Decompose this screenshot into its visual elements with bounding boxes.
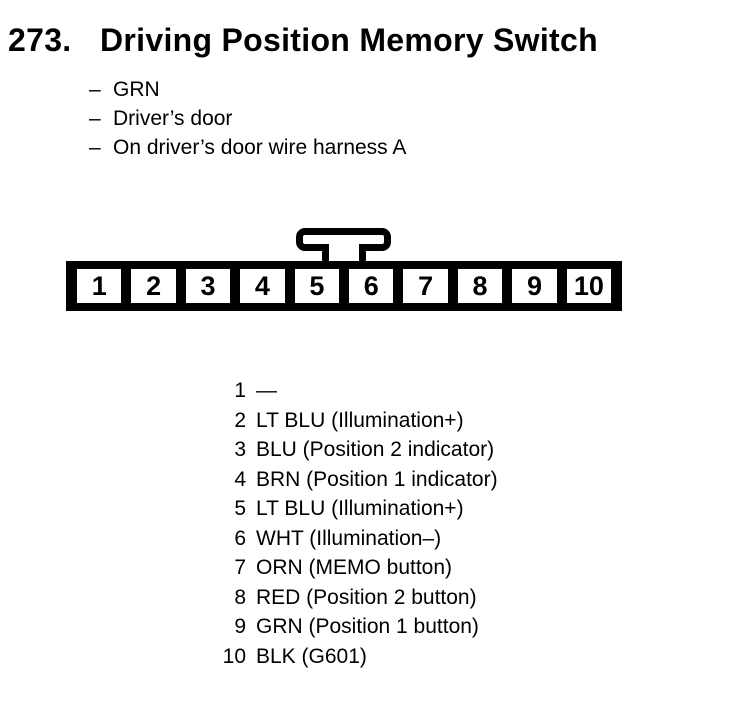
pin-number: 4 <box>234 467 246 491</box>
pinout-row: 5 LT BLU (Illumination+) <box>0 494 736 524</box>
pinout-row: 10 BLK (G601) <box>0 642 736 672</box>
connector-lock-tab-stem <box>322 244 366 263</box>
pin-number: 3 <box>234 438 246 461</box>
pin-description: ORN (MEMO button) <box>256 556 453 579</box>
note-text: On driver’s door wire harness A <box>113 136 407 159</box>
pinout-row: 4 BRN (Position 1 indicator) <box>0 465 736 495</box>
connector-pin-cell: 9 <box>507 267 562 305</box>
connector-pin-cell: 3 <box>180 267 236 305</box>
pin-number: 1 <box>234 379 246 402</box>
pin-number: 7 <box>234 556 246 579</box>
pinout-list: 1 — 2 LT BLU (Illumination+) 3 BLU (Posi… <box>0 376 736 671</box>
pinout-row: 8 RED (Position 2 button) <box>0 583 736 613</box>
connector-pin-cell: 10 <box>561 267 617 305</box>
note-dash: – <box>89 107 101 130</box>
figure-number: 273. <box>8 22 72 58</box>
connector-diagram: 1 2 3 4 5 6 7 8 9 10 <box>66 228 622 312</box>
note-item: – GRN <box>89 75 406 104</box>
connector-pin-cell: 1 <box>72 267 127 305</box>
pin-number: 10 <box>222 644 246 668</box>
pinout-row: 9 GRN (Position 1 button) <box>0 612 736 642</box>
notes-list: – GRN – Driver’s door – On driver’s door… <box>89 75 406 162</box>
pin-description: BLK (G601) <box>256 644 367 668</box>
pinout-row: 1 — <box>0 376 736 406</box>
pin-description: LT BLU (Illumination+) <box>256 497 464 520</box>
note-dash: – <box>89 78 101 101</box>
note-text: Driver’s door <box>113 107 233 130</box>
figure-title: Driving Position Memory Switch <box>100 22 598 58</box>
pin-description: — <box>256 379 277 402</box>
connector-body: 1 2 3 4 5 6 7 8 9 10 <box>66 261 622 311</box>
pin-number: 9 <box>234 615 246 638</box>
pin-description: GRN (Position 1 button) <box>256 615 479 638</box>
pinout-row: 6 WHT (Illumination–) <box>0 524 736 554</box>
note-dash: – <box>89 136 101 159</box>
pin-number: 5 <box>234 497 246 520</box>
pin-number: 6 <box>234 526 246 550</box>
pinout-row: 3 BLU (Position 2 indicator) <box>0 435 736 465</box>
note-item: – Driver’s door <box>89 104 406 133</box>
note-text: GRN <box>113 78 160 101</box>
pin-description: RED (Position 2 button) <box>256 585 477 609</box>
pin-description: WHT (Illumination–) <box>256 526 442 550</box>
pin-number: 8 <box>234 585 246 609</box>
connector-pin-cell: 7 <box>398 267 453 305</box>
pin-description: BLU (Position 2 indicator) <box>256 438 495 461</box>
connector-pin-cell: 5 <box>289 267 345 305</box>
note-item: – On driver’s door wire harness A <box>89 133 406 162</box>
pin-number: 2 <box>234 408 246 432</box>
connector-pin-cell: 2 <box>126 267 181 305</box>
connector-pin-cell: 6 <box>344 267 399 305</box>
pin-description: BRN (Position 1 indicator) <box>256 467 498 491</box>
pinout-row: 2 LT BLU (Illumination+) <box>0 406 736 436</box>
figure-header: 273. Driving Position Memory Switch <box>8 22 598 58</box>
connector-pin-cell: 8 <box>452 267 508 305</box>
connector-pin-cell: 4 <box>235 267 290 305</box>
pin-description: LT BLU (Illumination+) <box>256 408 464 432</box>
pinout-row: 7 ORN (MEMO button) <box>0 553 736 583</box>
